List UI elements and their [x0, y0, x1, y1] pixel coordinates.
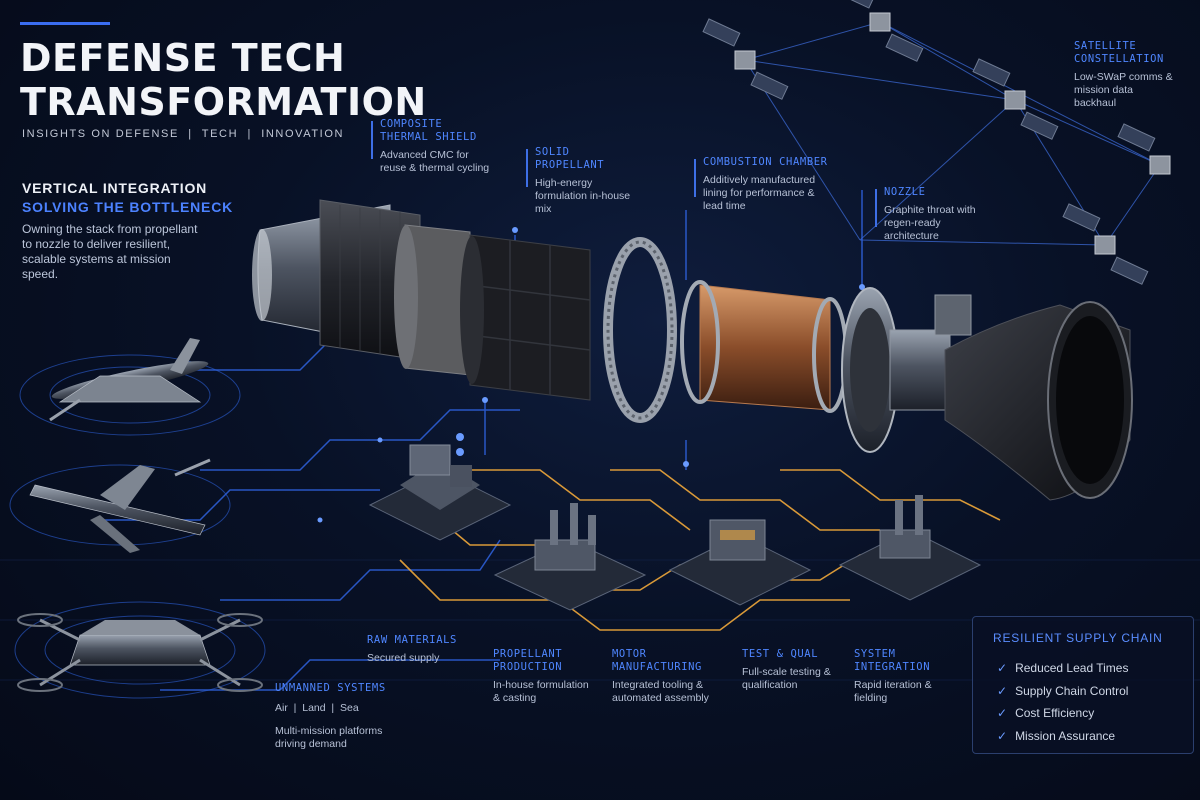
callout-tick	[371, 121, 373, 159]
list-item: ✓ Reduced Lead Times	[997, 657, 1128, 680]
callout-heading: SATELLITE CONSTELLATION	[1074, 40, 1164, 65]
step-test-qual: TEST & QUAL Full-scale testing & qualifi…	[742, 648, 832, 692]
list-item: ✓ Supply Chain Control	[997, 680, 1128, 703]
page-subtitle: INSIGHTS ON DEFENSE | TECH | INNOVATION	[22, 128, 345, 140]
satellite-icon	[702, 0, 1171, 285]
callout-combustion-chamber: COMBUSTION CHAMBER Additively manufactur…	[694, 156, 831, 213]
check-icon: ✓	[997, 728, 1008, 743]
step-description: Integrated tooling & automated assembly	[612, 679, 709, 704]
page-title: DEFENSE TECH TRANSFORMATION	[20, 36, 427, 124]
step-description: Full-scale testing & qualification	[742, 666, 831, 691]
check-icon: ✓	[997, 683, 1008, 698]
list-item-label: Mission Assurance	[1015, 728, 1116, 743]
check-icon: ✓	[997, 661, 1008, 675]
title-accent-bar	[20, 22, 110, 25]
intro-description: Owning the stack from propellant to nozz…	[22, 222, 198, 281]
callout-tick	[694, 159, 696, 197]
callout-heading: COMBUSTION CHAMBER	[703, 156, 828, 168]
step-description: Secured supply	[367, 652, 440, 664]
callout-description: Graphite throat with regen-ready archite…	[884, 204, 976, 242]
callout-thermal-shield: COMPOSITE THERMAL SHIELD Advanced CMC fo…	[371, 118, 490, 175]
callout-tick	[526, 149, 528, 187]
step-system-integration: SYSTEM INTEGRATION Rapid iteration & fie…	[854, 648, 954, 705]
list-item: ✓ Cost Efficiency	[997, 702, 1128, 725]
intro-heading: VERTICAL INTEGRATION	[22, 180, 208, 196]
callout-description: Additively manufactured lining for perfo…	[703, 174, 816, 212]
step-heading: SYSTEM INTEGRATION	[854, 648, 931, 673]
callout-description: Advanced CMC for reuse & thermal cycling	[380, 149, 490, 174]
step-description: Rapid iteration & fielding	[854, 679, 932, 704]
list-item: ✓ Mission Assurance	[997, 725, 1128, 748]
unmanned-domains: Air | Land | Sea	[275, 702, 359, 714]
callout-tick	[875, 189, 877, 227]
step-description: In-house formulation & casting	[493, 679, 589, 704]
list-item-label: Supply Chain Control	[1015, 683, 1129, 698]
factory-icon	[368, 433, 982, 611]
callout-solid-propellant: SOLID PROPELLANT High-energy formulation…	[526, 146, 645, 216]
drone-icon	[17, 338, 263, 692]
callout-unmanned-systems: UNMANNED SYSTEMS Air | Land | Sea Multi-…	[275, 682, 415, 751]
callout-nozzle: NOZZLE Graphite throat with regen-ready …	[875, 186, 984, 243]
intro-subheading: SOLVING THE BOTTLENECK	[22, 199, 234, 215]
step-raw-materials: RAW MATERIALS Secured supply	[367, 634, 477, 665]
callout-heading: COMPOSITE THERMAL SHIELD	[380, 118, 477, 143]
step-propellant-production: PROPELLANT PRODUCTION In-house formulati…	[493, 648, 593, 705]
panel-title: RESILIENT SUPPLY CHAIN	[993, 631, 1163, 645]
benefit-list: ✓ Reduced Lead Times ✓ Supply Chain Contro…	[997, 657, 1128, 747]
callout-heading: SOLID PROPELLANT	[535, 146, 605, 171]
callout-heading: UNMANNED SYSTEMS	[275, 682, 386, 694]
callout-description: High-energy formulation in-house mix	[535, 177, 631, 215]
check-icon: ✓	[997, 706, 1008, 720]
resilient-supply-chain-panel: RESILIENT SUPPLY CHAIN ✓ Reduced Lead Tim…	[972, 616, 1194, 754]
step-motor-manufacturing: MOTOR MANUFACTURING Integrated tooling &…	[612, 648, 722, 705]
callout-satellite-constellation: SATELLITE CONSTELLATION Low-SWaP comms &…	[1074, 40, 1174, 110]
step-heading: PROPELLANT PRODUCTION	[493, 648, 563, 673]
step-heading: MOTOR MANUFACTURING	[612, 648, 702, 673]
step-heading: RAW MATERIALS	[367, 634, 457, 646]
callout-description: Low-SWaP comms & mission data backhaul	[1074, 71, 1173, 109]
list-item-label: Reduced Lead Times	[1015, 661, 1129, 675]
list-item-label: Cost Efficiency	[1015, 706, 1095, 720]
callout-description: Multi-mission platforms driving demand	[275, 725, 383, 750]
callout-heading: NOZZLE	[884, 186, 926, 198]
rocket-motor-icon	[252, 199, 1133, 501]
step-heading: TEST & QUAL	[742, 648, 819, 660]
